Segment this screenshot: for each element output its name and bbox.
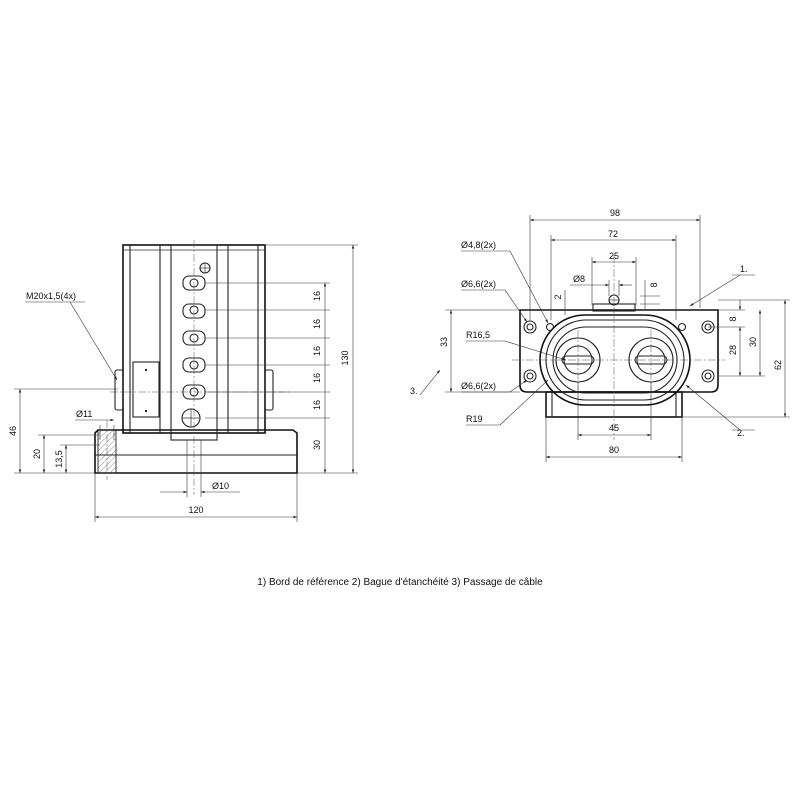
radius-19-label: R19: [466, 414, 483, 424]
dim-diameter-8: Ø8: [573, 274, 585, 284]
dim-diameter-11: Ø11: [76, 409, 92, 419]
legend-caption: 1) Bord de référence 2) Bague d'étanchéi…: [257, 577, 543, 588]
dim-98: 98: [610, 208, 620, 218]
dim-diameter-10: Ø10: [212, 481, 229, 491]
dim-pitch-4: 16: [312, 373, 322, 383]
radius-16-5-label: R16,5: [466, 330, 490, 340]
dim-25: 25: [609, 251, 619, 261]
dim-pitch-5: 16: [312, 400, 322, 410]
thread-label: M20x1,5(4x): [26, 291, 76, 301]
dim-80: 80: [609, 445, 619, 455]
flange-plate: [519, 309, 719, 393]
dim-30: 30: [748, 337, 758, 347]
dim-72: 72: [608, 229, 618, 239]
callout-2: 2.: [737, 428, 745, 438]
hole-6-6-bottom-label: Ø6,6(2x): [461, 381, 496, 391]
callout-3: 3.: [410, 386, 418, 396]
dim-46: 46: [8, 426, 18, 436]
hole-6-6-top-label: Ø6,6(2x): [461, 279, 496, 289]
dim-pitch-2: 16: [312, 319, 322, 329]
dim-width-120: 120: [188, 505, 203, 515]
dim-28: 28: [728, 345, 738, 355]
front-view: 16 16 16 16 16 30 130 46 20 13,5 Ø11: [8, 240, 358, 522]
pitch-dimension-chain: 16 16 16 16 16 30: [205, 282, 330, 474]
dim-20: 20: [32, 449, 42, 459]
dim-62: 62: [773, 360, 783, 370]
dim-13-5: 13,5: [54, 450, 64, 468]
dim-8-right: 8: [728, 316, 738, 321]
hole-4-8-label: Ø4,8(2x): [461, 240, 496, 250]
dim-45: 45: [609, 423, 619, 433]
dim-bottom-30: 30: [312, 440, 322, 450]
base-plate: [94, 429, 298, 474]
dim-33: 33: [439, 337, 449, 347]
dim-pitch-3: 16: [312, 346, 322, 356]
dim-8-top: 8: [649, 282, 659, 287]
side-view: 98 72 25 Ø8 8 2 8 30 28: [410, 208, 790, 462]
callout-1: 1.: [740, 264, 748, 274]
dim-height-130: 130: [340, 350, 350, 365]
dim-pitch-1: 16: [312, 291, 322, 301]
dim-2: 2: [553, 294, 563, 299]
